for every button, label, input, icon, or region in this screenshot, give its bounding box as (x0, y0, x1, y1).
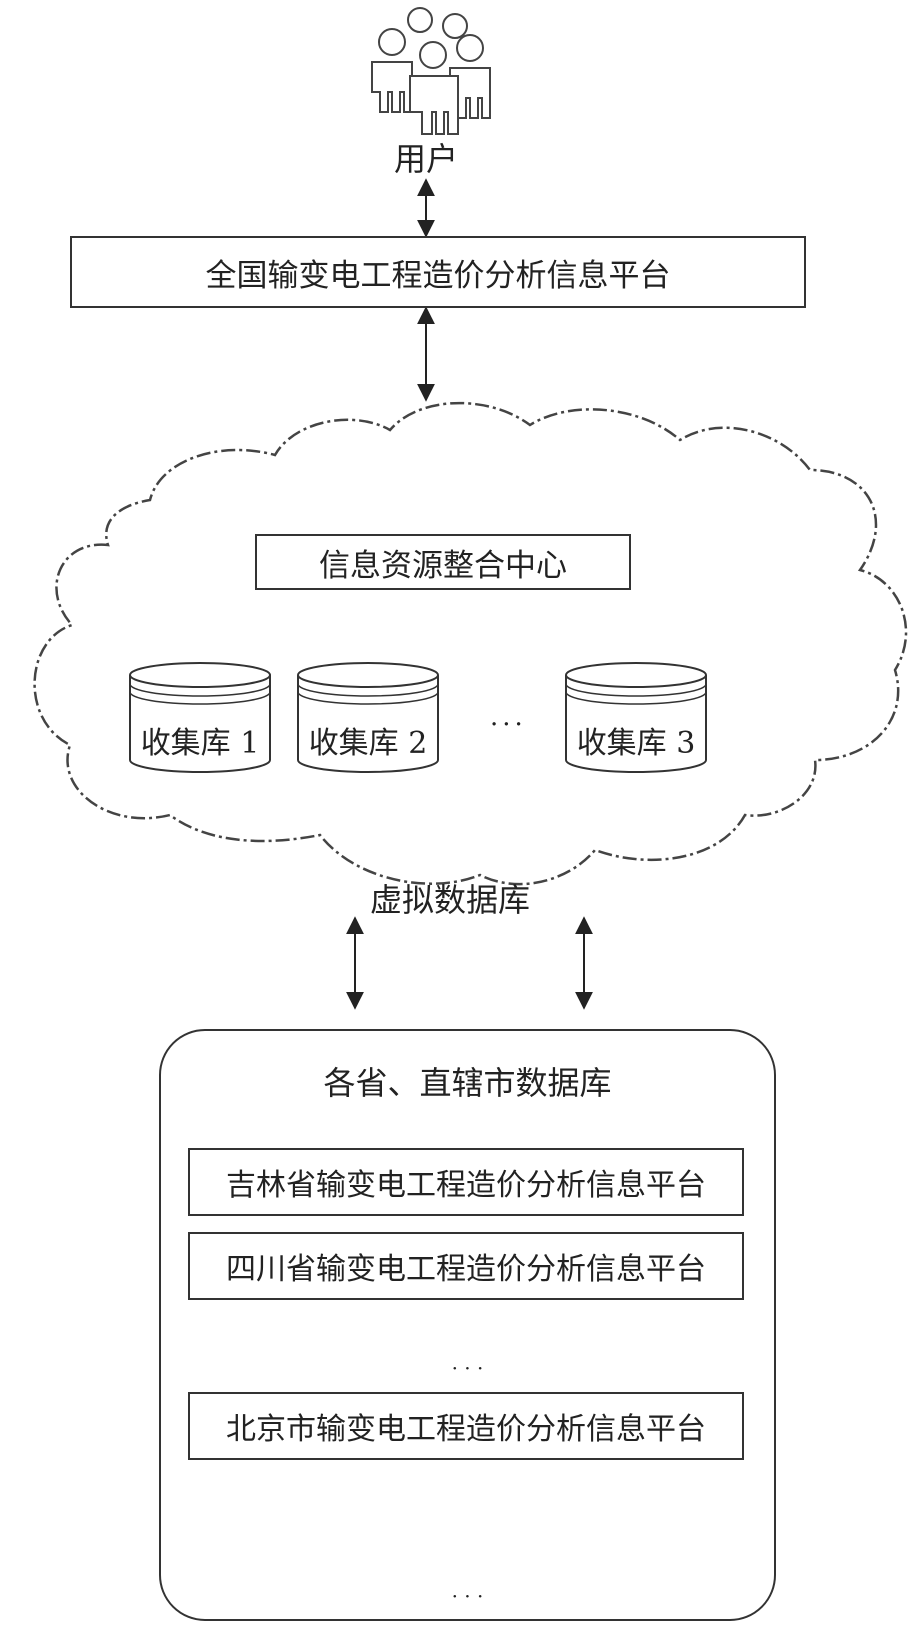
collection-db-2 (297, 662, 439, 773)
provincial-databases-container (159, 1029, 776, 1621)
platform-beijing: 北京市输变电工程造价分析信息平台 (188, 1392, 744, 1460)
provincial-ellipsis-2: · · · (451, 1584, 484, 1608)
collection-db-2-label: 收集库 2 (308, 726, 428, 761)
provincial-title: 各省、直辖市数据库 (323, 1064, 612, 1102)
platform-beijing-label: 北京市输变电工程造价分析信息平台 (226, 1412, 706, 1447)
provincial-ellipsis-1: · · · (451, 1356, 484, 1380)
user-label: 用户 (393, 140, 458, 178)
collection-db-3-label: 收集库 3 (576, 726, 696, 761)
platform-sichuan-label: 四川省输变电工程造价分析信息平台 (226, 1252, 706, 1287)
collection-db-1-label: 收集库 1 (140, 726, 260, 761)
cloud-ellipsis: ··· (490, 710, 527, 740)
national-platform-label: 全国输变电工程造价分析信息平台 (205, 257, 671, 294)
collection-db-3 (565, 662, 707, 773)
platform-sichuan: 四川省输变电工程造价分析信息平台 (188, 1232, 744, 1300)
virtual-database-label: 虚拟数据库 (370, 881, 531, 919)
users-group-icon (371, 7, 491, 135)
integration-center-box: 信息资源整合中心 (255, 534, 631, 590)
national-platform-box: 全国输变电工程造价分析信息平台 (70, 236, 806, 308)
collection-db-1 (129, 662, 271, 773)
virtual-database-cloud (33, 401, 908, 886)
integration-center-label: 信息资源整合中心 (319, 547, 567, 584)
platform-jilin-label: 吉林省输变电工程造价分析信息平台 (226, 1168, 706, 1203)
platform-jilin: 吉林省输变电工程造价分析信息平台 (188, 1148, 744, 1216)
